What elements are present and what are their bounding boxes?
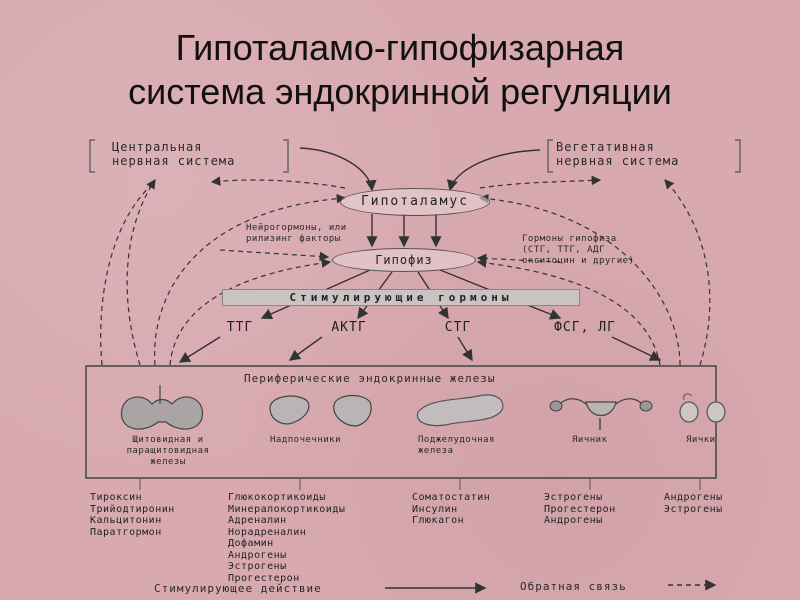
hormone-list-item: Андрогены (664, 492, 723, 503)
peripheral-glands-title: Периферические эндокринные железы (244, 372, 496, 385)
gland-testes-label: Яички (686, 435, 716, 445)
hormone-list-item: Андрогены (544, 515, 603, 526)
hormone-list-item: Прогестерон (544, 503, 616, 515)
pituitary-hormones-line-1: Гормоны гипофиза (522, 234, 617, 244)
testes-illustration (679, 393, 726, 423)
gland-thyroid-label: Щитовидная и паращитовидная железы (116, 435, 220, 468)
gland-thyroid-line-2: паращитовидная (126, 446, 210, 456)
gland-thyroid-line-3: железы (150, 457, 186, 467)
hormone-list-item: Адреналин (228, 515, 287, 526)
cns-label: Центральная нервная система (112, 140, 235, 168)
hormone-fsg-lg: ФСГ, ЛГ (554, 320, 616, 335)
neurohormones-line-1: Нейрогормоны, или (246, 223, 347, 233)
neurohormones-line-2: рилизинг факторы (246, 234, 341, 244)
gland-pancreas-line-1: Поджелудочная (418, 435, 495, 445)
gland-adrenal-label: Надпочечники (270, 435, 342, 445)
hormone-stg: СТГ (444, 320, 472, 335)
stimulating-hormones-band: Стимулирующие гормоны (222, 289, 580, 306)
pituitary-hormones-line-2: (СТГ, ТТГ, АДГ (522, 245, 605, 255)
title-line-1: Гипоталамо-гипофизарная (175, 27, 625, 68)
legend-feedback: Обратная связь (520, 580, 627, 593)
pituitary-node: Гипофиз (332, 248, 476, 272)
hormone-list-item: Минералокортикоиды (228, 503, 346, 515)
hormone-ttg: ТТГ (226, 320, 254, 335)
ans-label: Вегетативная нервная система (556, 140, 679, 168)
hormone-list-item: Глюкагон (412, 515, 465, 526)
gland-pancreas-label: Поджелудочная железа (418, 435, 495, 457)
hormone-list-item: Глюкокортикоиды (228, 492, 326, 503)
pituitary-hormones-note: Гормоны гипофиза (СТГ, ТТГ, АДГ окситоци… (522, 234, 634, 267)
hormone-list-item: Эстрогены (228, 561, 287, 572)
hormone-list-item: Дофамин (228, 538, 274, 549)
pancreas-illustration (416, 394, 504, 427)
title-line-2: система эндокринной регуляции (128, 71, 672, 112)
hormone-list-item: Прогестерон (228, 572, 300, 584)
hormone-list-item: Соматостатин (412, 492, 491, 503)
hormone-list-item: Андрогены (228, 549, 287, 561)
adrenal-illustration (269, 395, 372, 427)
pituitary-hormones-line-3: окситоцин и другие) (522, 256, 635, 266)
hypothalamus-node: Гипоталамус (340, 188, 490, 216)
gland-pancreas-line-2: железа (418, 446, 454, 456)
gland-ovary-label: Яичник (572, 435, 608, 445)
cns-line-2: нервная система (112, 154, 236, 168)
hormone-list-item: Трийодтиронин (90, 503, 175, 515)
hormone-list-item: Эстрогены (544, 492, 603, 503)
cns-line-1: Центральная (112, 140, 203, 154)
hormone-aktg: АКТГ (331, 320, 367, 335)
hormone-list-item: Эстрогены (664, 503, 723, 515)
ans-line-2: нервная система (556, 154, 680, 168)
thyroid-illustration (121, 385, 203, 430)
ans-line-1: Вегетативная (556, 140, 655, 154)
hormone-list-item: Паратгормон (90, 526, 162, 538)
gland-thyroid-line-1: Щитовидная и (132, 435, 204, 445)
hormone-list-item: Норадреналин (228, 526, 307, 538)
ovary-illustration (549, 398, 653, 430)
hormone-list-item: Тироксин (90, 492, 143, 503)
hormone-list-item: Инсулин (412, 503, 458, 515)
neurohormones-note: Нейрогормоны, или рилизинг факторы (246, 223, 347, 245)
legend-stimulating: Стимулирующее действие (154, 582, 322, 595)
hormone-list-item: Кальцитонин (90, 515, 162, 526)
slide-title: Гипоталамо-гипофизарная система эндокрин… (0, 26, 800, 114)
